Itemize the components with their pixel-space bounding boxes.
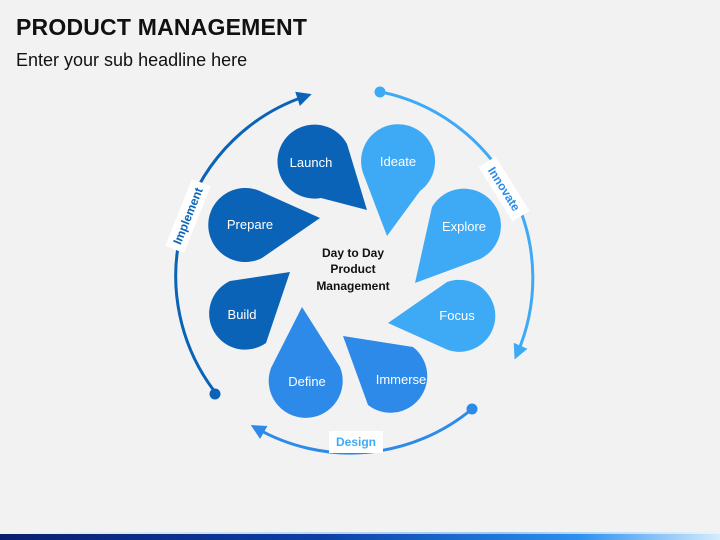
implement-start-dot — [209, 388, 221, 400]
petal-build-label: Build — [228, 307, 257, 322]
petal-ideate-label: Ideate — [380, 154, 416, 169]
center-line-3: Management — [316, 279, 389, 293]
petal-prepare-label: Prepare — [227, 217, 273, 232]
center-line-1: Day to Day — [322, 246, 384, 260]
petal-launch-label: Launch — [290, 155, 333, 170]
design-label-text: Design — [336, 435, 376, 449]
petal-immerse-label: Immerse — [376, 372, 427, 387]
petal-focus[interactable] — [388, 279, 496, 352]
footer-accent-line — [0, 532, 720, 534]
petal-define[interactable] — [268, 307, 343, 418]
design-start-dot — [466, 403, 478, 415]
center-label: Day to Day Product Management — [316, 246, 389, 293]
center-line-2: Product — [330, 262, 375, 276]
design-stage-label: Design — [329, 431, 383, 453]
petal-launch[interactable] — [277, 124, 367, 210]
page-title: PRODUCT MANAGEMENT — [16, 14, 308, 40]
petal-focus-label: Focus — [439, 308, 475, 323]
petal-define-label: Define — [288, 374, 326, 389]
petal-immerse[interactable] — [343, 336, 428, 413]
petal-explore-label: Explore — [442, 219, 486, 234]
petal-ideate[interactable] — [361, 124, 436, 236]
page-subtitle: Enter your sub headline here — [16, 50, 248, 70]
petal-explore[interactable] — [415, 188, 501, 283]
petal-build[interactable] — [209, 272, 290, 350]
petal-prepare[interactable] — [208, 188, 320, 262]
innovate-start-dot — [374, 86, 386, 98]
implement-stage-label: Implement — [165, 178, 211, 254]
footer-bar — [0, 534, 720, 540]
